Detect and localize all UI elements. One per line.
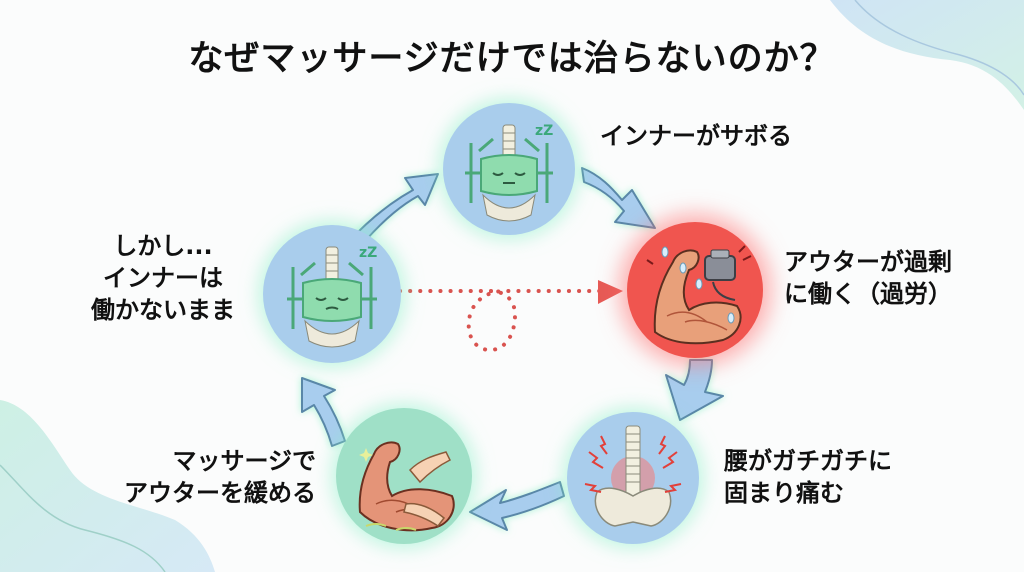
label-inner-still-idle: しかし... インナーは 働かないまま [80,230,246,326]
label-back-pain: 腰がガチガチに 固まり痛む [724,445,892,509]
label-line: インナーがサボる [600,122,792,150]
top-right-blob [830,0,1024,110]
arrow-back-pain-to-massage [469,481,565,531]
label-inner-lazy: インナーがサボる [600,120,792,152]
label-line: アウターが過剰 [784,248,952,276]
label-line: アウターを緩める [124,479,316,507]
label-massage: マッサージで アウターを緩める [124,445,316,509]
label-line: 働かないまま [91,296,235,324]
sleeping-core-spine-icon: zZ [465,123,553,222]
node-back-pain [567,412,699,544]
label-line: しかし... [113,232,213,260]
label-line: インナーは [103,264,223,292]
arrow-inner-lazy-to-outer-overwork [581,167,656,229]
sleep-mark: zZ [359,245,377,261]
page-title: なぜマッサージだけでは治らないのか？ [188,39,836,79]
node-inner-still-idle: zZ [263,225,401,363]
label-line: 固まり痛む [724,479,844,507]
sleeping-core-spine-icon: zZ [287,245,377,348]
sleep-mark: zZ [535,123,553,139]
massaging-arm-icon [358,441,455,532]
dotted-arrowhead [598,280,623,304]
flexed-muscle-engine-icon [646,245,752,345]
bottom-left-blob [0,400,215,572]
node-outer-overwork [627,222,763,358]
label-line: 腰がガチガチに [724,447,892,475]
bottom-left-blob-line [0,464,166,572]
label-line: マッサージで [172,447,316,475]
arrow-inner-idle-to-inner-lazy [356,173,439,241]
arrow-massage-to-inner-idle [301,377,346,447]
arrow-outer-overwork-to-back-pain [665,359,724,421]
label-line: に働く（過労） [784,280,952,308]
dotted-loop-path [398,289,602,353]
label-outer-overwork: アウターが過剰 に働く（過労） [784,246,952,310]
top-right-blob-line [854,0,1024,96]
node-massage [336,408,472,544]
node-inner-lazy: zZ [443,103,575,235]
painful-spine-pelvis-icon [584,425,682,527]
